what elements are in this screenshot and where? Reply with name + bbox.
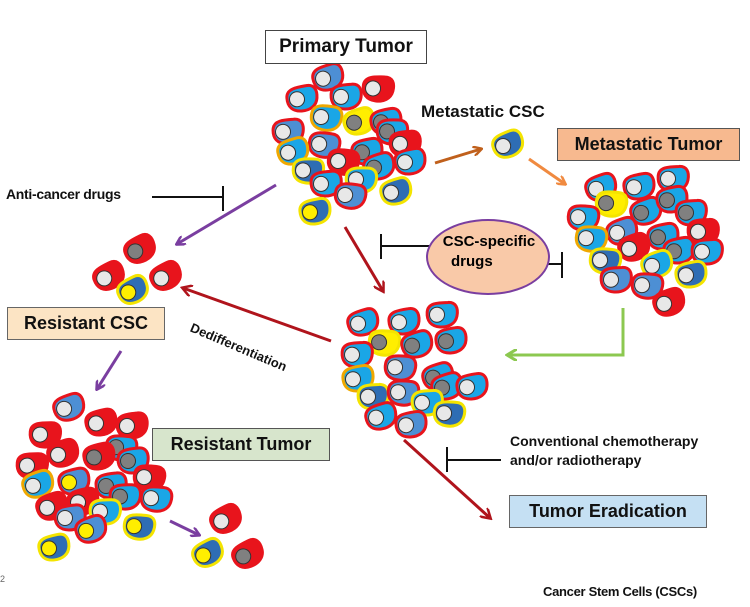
metastatic-tumor-cell bbox=[566, 204, 601, 232]
primary-tumor-label: Primary Tumor bbox=[265, 30, 427, 64]
inhibitor-conventional-therapy bbox=[446, 447, 501, 472]
cell-clusters bbox=[15, 62, 724, 569]
central-tumor-cell bbox=[400, 329, 434, 359]
resistant-offspring-cell bbox=[231, 537, 264, 569]
primary-tumor-cell bbox=[379, 176, 413, 206]
metastatic-tumor-cell bbox=[630, 272, 665, 300]
resistant-tumor-cell bbox=[46, 437, 80, 468]
resistant-tumor-cell bbox=[139, 485, 174, 513]
conventional-line2: and/or radiotherapy bbox=[510, 452, 642, 468]
primary-tumor-cell bbox=[309, 104, 344, 132]
resistant-tumor-cell bbox=[115, 411, 149, 440]
central-tumor-cell bbox=[387, 307, 421, 336]
metastatic-tumor-cell bbox=[622, 171, 656, 201]
metastatic-csc-cell bbox=[491, 128, 525, 159]
resistant-csc-cell bbox=[92, 259, 125, 291]
resistant-tumor-cell bbox=[84, 407, 118, 437]
anti-cancer-drugs-label: Anti-cancer drugs bbox=[6, 186, 121, 202]
resistant-tumor-cell bbox=[74, 513, 108, 544]
primary-tumor-cell bbox=[276, 136, 310, 166]
resistant-tumor-cell bbox=[28, 421, 62, 449]
resistant-csc-cell bbox=[123, 232, 156, 264]
resistant-tumor-cell bbox=[57, 466, 91, 496]
resistant-tumor-cell bbox=[122, 513, 157, 541]
primary-tumor-cell bbox=[333, 182, 368, 210]
metastatic-tumor-cell bbox=[656, 164, 690, 193]
metastatic-csc-label: Metastatic CSC bbox=[421, 102, 545, 121]
central-tumor-cell bbox=[432, 400, 467, 428]
arrow-primary-to-resistant-csc bbox=[177, 183, 277, 244]
central-tumor-cell bbox=[364, 401, 398, 431]
resistant-tumor-cell bbox=[52, 391, 86, 422]
conventional-line1: Conventional chemotherapy bbox=[510, 433, 699, 449]
resistant-tumor-cell bbox=[132, 464, 167, 492]
resistant-tumor-cell bbox=[15, 452, 49, 480]
resistant-offspring-cell bbox=[191, 536, 224, 568]
arrow-primary-to-central bbox=[343, 226, 383, 291]
arrow-resistant-tumor-offspring bbox=[169, 519, 199, 535]
arrow-metastatic-csc-to-tumor bbox=[528, 157, 565, 184]
central-tumor-cell bbox=[346, 307, 380, 337]
central-tumor-cell bbox=[394, 410, 428, 439]
central-tumor-cell bbox=[434, 326, 468, 355]
conventional-therapy-label: Conventional chemotherapy and/or radioth… bbox=[510, 432, 698, 470]
footer-caption: Cancer Stem Cells (CSCs) bbox=[543, 584, 697, 599]
resistant-tumor-label: Resistant Tumor bbox=[152, 428, 330, 461]
primary-tumor-cell bbox=[285, 83, 319, 113]
central-tumor-cell bbox=[367, 329, 402, 357]
primary-tumor-cell bbox=[393, 146, 427, 176]
metastatic-tumor-cell bbox=[646, 221, 680, 251]
resistant-tumor-cell bbox=[37, 532, 71, 562]
inhibitor-anti-cancer-drugs bbox=[152, 186, 224, 211]
resistant-csc-cell bbox=[116, 273, 149, 305]
arrow-central-to-eradication bbox=[402, 438, 490, 518]
primary-tumor-cell bbox=[298, 196, 332, 226]
csc-specific-drugs-label: CSC-specific drugs bbox=[439, 232, 539, 272]
metastatic-tumor-cell bbox=[617, 231, 651, 262]
central-tumor-cell bbox=[383, 354, 418, 382]
tumor-eradication-label: Tumor Eradication bbox=[509, 495, 707, 528]
page-marker: 2 bbox=[0, 574, 6, 584]
resistant-tumor-cell bbox=[82, 441, 116, 471]
metastatic-tumor-cell bbox=[652, 286, 686, 317]
central-tumor-cell bbox=[425, 300, 459, 329]
csc-specific-drugs-ellipse bbox=[426, 219, 550, 295]
central-tumor-cell bbox=[340, 340, 374, 369]
primary-tumor-cell bbox=[311, 62, 345, 92]
inhibitor-csc-primary bbox=[380, 234, 436, 259]
csc-drugs-line2: drugs bbox=[451, 253, 493, 270]
primary-tumor-cell bbox=[361, 75, 396, 103]
resistant-offspring-cell bbox=[209, 502, 242, 534]
metastatic-tumor-label: Metastatic Tumor bbox=[557, 128, 740, 161]
central-tumor-cell bbox=[455, 372, 489, 401]
arrow-primary-to-metastatic-csc bbox=[434, 149, 481, 165]
resistant-csc-label: Resistant CSC bbox=[7, 307, 165, 340]
arrow-resistant-csc-to-tumor bbox=[97, 350, 123, 389]
metastatic-tumor-cell bbox=[594, 190, 629, 218]
csc-drugs-line1: CSC-specific bbox=[442, 233, 536, 250]
resistant-csc-cell bbox=[149, 259, 182, 291]
arrow-metastatic-to-central bbox=[508, 308, 625, 355]
resistant-tumor-cell bbox=[21, 468, 55, 499]
metastatic-tumor-cell bbox=[674, 259, 708, 289]
metastatic-tumor-cell bbox=[599, 265, 633, 294]
arrow-dedifferentiation bbox=[183, 288, 332, 343]
metastatic-tumor-cell bbox=[574, 225, 609, 253]
